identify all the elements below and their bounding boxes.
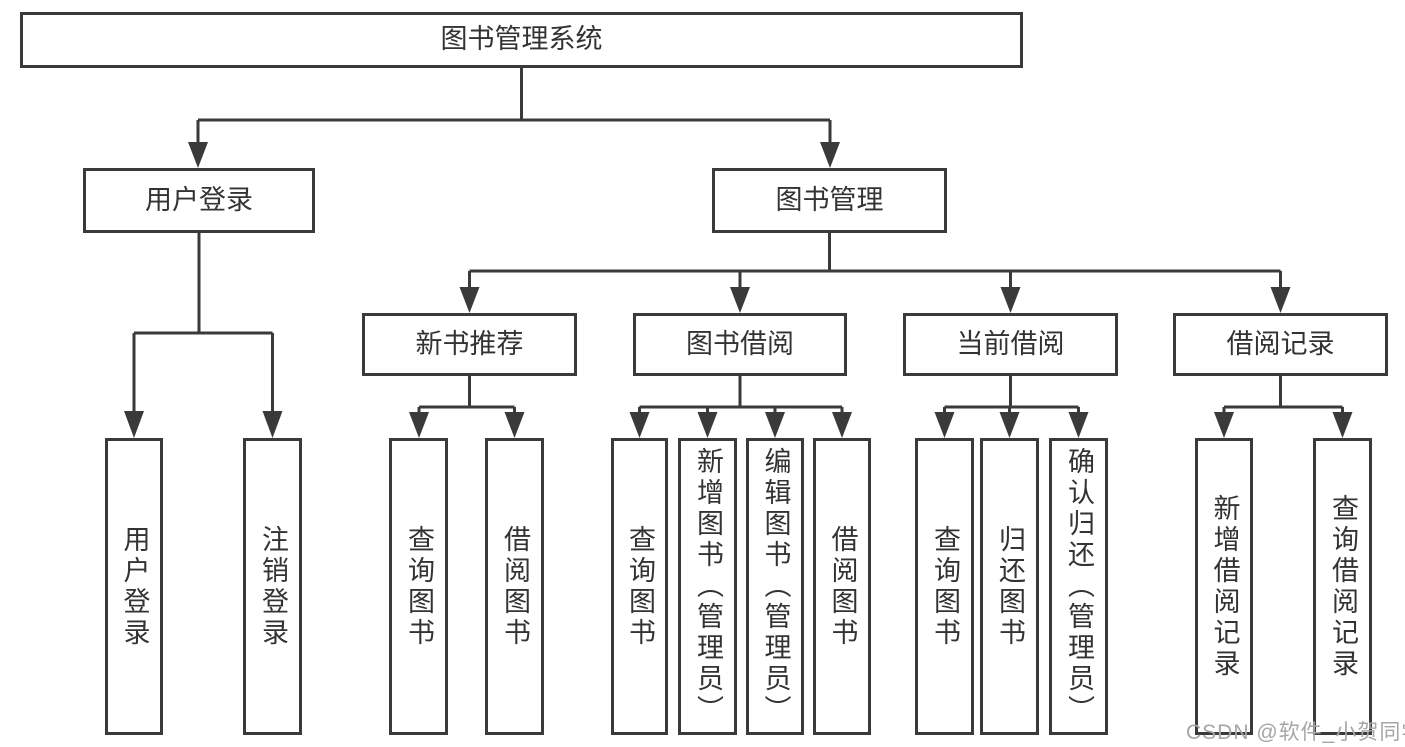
node-book-borrowing: 图书借阅 bbox=[633, 313, 847, 376]
node-new-book-recommendation: 新书推荐 bbox=[362, 313, 577, 376]
leaf-edit-books-admin: 编辑图书（管理员） bbox=[746, 438, 804, 735]
leaf-user-login: 用户登录 bbox=[105, 438, 163, 735]
leaf-return-books: 归还图书 bbox=[980, 438, 1039, 735]
leaf-confirm-return-admin: 确认归还（管理员） bbox=[1049, 438, 1108, 735]
arrowheads bbox=[124, 142, 1353, 438]
csdn-watermark: CSDN @软件_小贺同学 bbox=[1186, 721, 1405, 744]
leaf-borrow-books-borrowing: 借阅图书 bbox=[813, 438, 871, 735]
leaf-add-books-admin: 新增图书（管理员） bbox=[678, 438, 737, 735]
leaf-add-borrow-record: 新增借阅记录 bbox=[1195, 438, 1253, 735]
leaf-query-books-current: 查询图书 bbox=[915, 438, 974, 735]
node-book-management: 图书管理 bbox=[712, 168, 947, 233]
leaf-query-books-recommend: 查询图书 bbox=[389, 438, 448, 735]
leaf-borrow-books-recommend: 借阅图书 bbox=[485, 438, 544, 735]
node-current-borrowing: 当前借阅 bbox=[903, 313, 1118, 376]
node-system-root: 图书管理系统 bbox=[20, 12, 1023, 68]
node-user-login: 用户登录 bbox=[83, 168, 315, 233]
node-borrowing-records: 借阅记录 bbox=[1173, 313, 1388, 376]
leaf-logout-login: 注销登录 bbox=[243, 438, 302, 735]
leaf-query-borrow-record: 查询借阅记录 bbox=[1313, 438, 1372, 735]
leaf-query-books-borrowing: 查询图书 bbox=[611, 438, 668, 735]
